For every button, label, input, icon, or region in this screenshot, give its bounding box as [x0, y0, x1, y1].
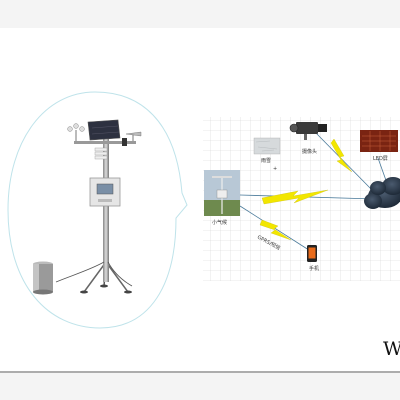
- station-pole: [103, 132, 109, 282]
- svg-text:+: +: [273, 166, 277, 172]
- station-label: 小气候: [212, 219, 227, 226]
- phone-icon: 手机: [307, 245, 319, 272]
- weather-station: [55, 119, 142, 294]
- anemometer-icon: [67, 123, 85, 141]
- radiation-shield: [94, 147, 108, 160]
- camera-icon: 摄像头: [289, 122, 327, 155]
- solar-panel: [87, 119, 121, 141]
- phone-label: 手机: [309, 265, 319, 272]
- network-diagram: 小气候 雨雪 + 摄像头 LED屏: [203, 117, 400, 281]
- lightning-bolt-icon: [259, 219, 292, 241]
- led-label: LED屏: [373, 156, 388, 162]
- control-box: [89, 177, 121, 207]
- wind-vane-icon: [125, 131, 142, 141]
- lightning-bolt-icon: [330, 138, 353, 173]
- station-node: 小气候: [204, 170, 240, 226]
- cloud-icon: [364, 177, 400, 209]
- wind-sensor-label: 雨雪: [261, 158, 271, 164]
- camera-label: 摄像头: [302, 148, 317, 155]
- wind-sensor-node: 雨雪 +: [253, 137, 281, 172]
- lightning-bolt-icon: [261, 189, 329, 205]
- rain-gauge: [33, 261, 53, 295]
- led-screen-icon: LED屏: [360, 130, 398, 162]
- footer-letter: W: [383, 338, 400, 360]
